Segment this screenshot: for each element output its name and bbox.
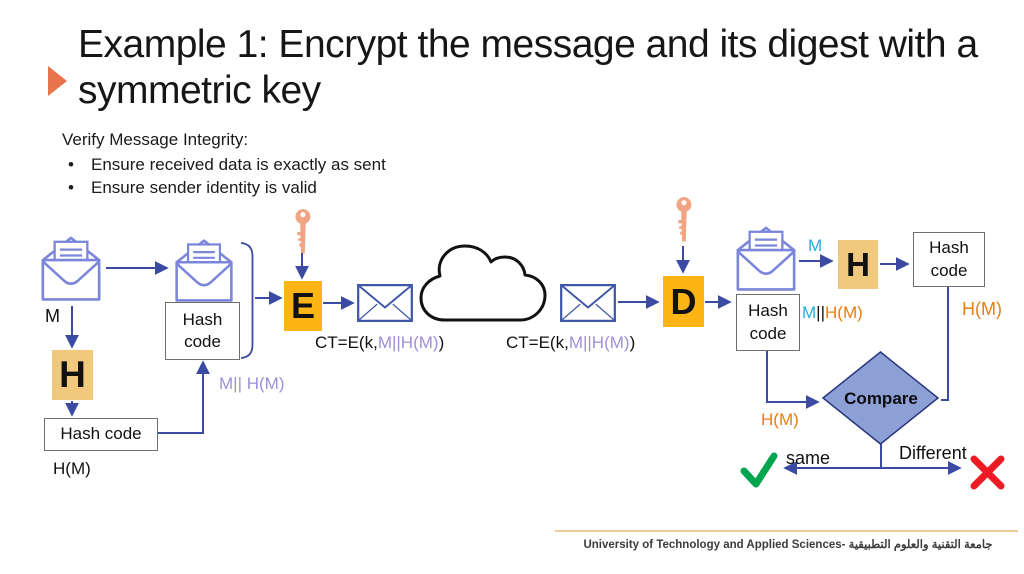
bundle-hash-code-box: Hash code [165, 302, 240, 360]
bullet-icon: • [68, 155, 74, 174]
ct-prefix: CT=E(k, [315, 333, 378, 352]
flow-line [941, 286, 949, 401]
hash-code-box-top: Hash code [913, 232, 985, 287]
title-arrow-icon [48, 66, 67, 96]
ct-payload: M||H(M) [377, 333, 439, 352]
compare-label: Compare [844, 389, 918, 408]
integrity-heading: Verify Message Integrity: [62, 130, 249, 149]
concat-m: M [802, 303, 817, 322]
concat-hm: H(M) [825, 303, 863, 322]
concat-label: M|| H(M) [219, 374, 285, 393]
different-label: Different [899, 443, 967, 463]
flow-arrow [766, 351, 820, 409]
hash-code-box: Hash code [736, 294, 800, 351]
concat-label: M||H(M) [802, 303, 863, 323]
bullet-text: Ensure received data is exactly as sent [91, 155, 386, 174]
concat-sep: || [816, 303, 826, 322]
hash-function-box: H [52, 350, 93, 400]
envelope-open-icon [736, 226, 796, 291]
list-item: • Ensure received data is exactly as sen… [66, 155, 386, 175]
envelope-open-icon [41, 236, 101, 301]
message-label: M [45, 306, 60, 326]
footer-divider [555, 530, 1018, 532]
ct-suffix: ) [438, 333, 445, 352]
envelope-open-icon [175, 239, 233, 302]
hash-function-box: H [838, 240, 878, 289]
encrypt-box: E [284, 281, 322, 331]
check-icon [740, 452, 778, 488]
envelope-closed-icon [357, 284, 413, 322]
ct-payload: M||H(M) [568, 333, 630, 352]
hash-output-label: H(M) [962, 299, 1002, 319]
key-icon [295, 209, 311, 254]
key-icon [676, 197, 692, 242]
same-label: same [786, 448, 831, 468]
message-label: M [808, 236, 823, 255]
ciphertext-label: CT=E(k,M||H(M)) [506, 333, 635, 353]
bullet-text: Ensure sender identity is valid [91, 178, 317, 197]
hash-output-label: H(M) [53, 459, 91, 478]
x-icon [970, 455, 1005, 490]
ciphertext-label: CT=E(k,M||H(M)) [315, 333, 444, 353]
envelope-closed-icon [560, 284, 616, 322]
list-item: • Ensure sender identity is valid [66, 178, 317, 198]
footer-text: University of Technology and Applied Sci… [583, 539, 993, 551]
decrypt-box: D [663, 276, 704, 327]
hash-output-label: H(M) [761, 410, 799, 429]
bracket-shape [240, 242, 254, 359]
ct-prefix: CT=E(k, [506, 333, 569, 352]
cloud-icon [419, 244, 547, 322]
flow-arrow [156, 360, 210, 434]
bullet-icon: • [68, 178, 74, 197]
ct-suffix: ) [629, 333, 636, 352]
compare-diamond [821, 351, 940, 445]
page-title: Example 1: Encrypt the message and its d… [78, 23, 978, 112]
hash-code-box: Hash code [44, 418, 158, 451]
